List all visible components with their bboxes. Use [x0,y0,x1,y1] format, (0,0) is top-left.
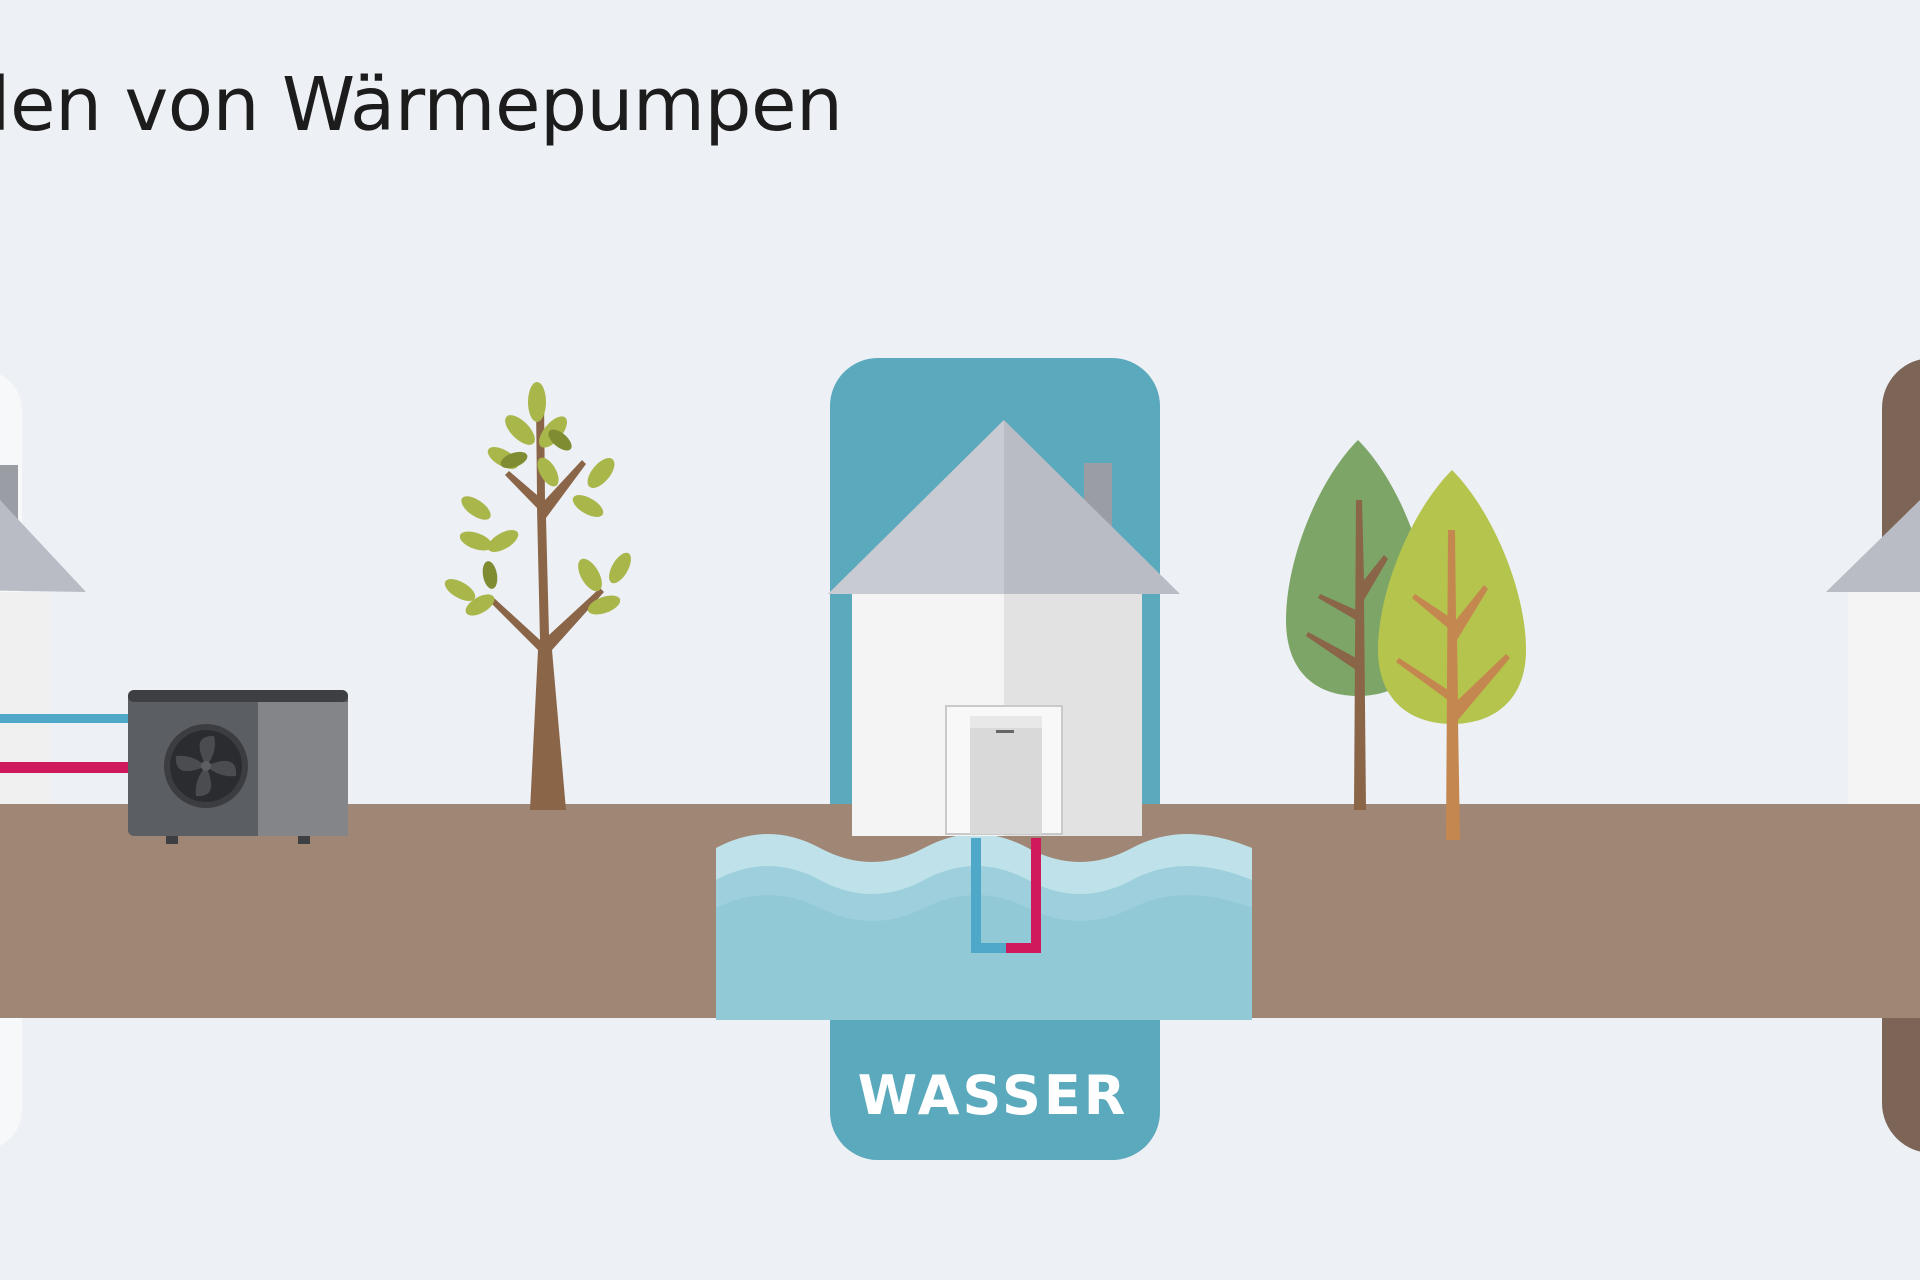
tree-icon [1378,470,1526,840]
left-air-card [0,374,86,1146]
page-title: len von Wärmepumpen [0,62,843,148]
left-cold-pipe [0,714,132,723]
right-house-wall [1848,592,1920,835]
house-icon [828,420,1180,836]
left-hot-pipe [0,762,132,773]
fan-icon [164,724,248,808]
right-roof [1826,500,1920,592]
indoor-heat-pump-icon [945,705,1063,835]
air-heat-pump-icon [128,690,348,844]
water-waves-icon [716,834,1252,1020]
tree-icon [444,382,631,810]
water-label: WASSER [858,1064,1129,1127]
left-roof [0,500,86,592]
cold-pipe [971,838,1006,953]
hot-pipe [1006,838,1041,953]
right-earth-card [1826,359,1920,1152]
left-house-wall [0,592,50,835]
